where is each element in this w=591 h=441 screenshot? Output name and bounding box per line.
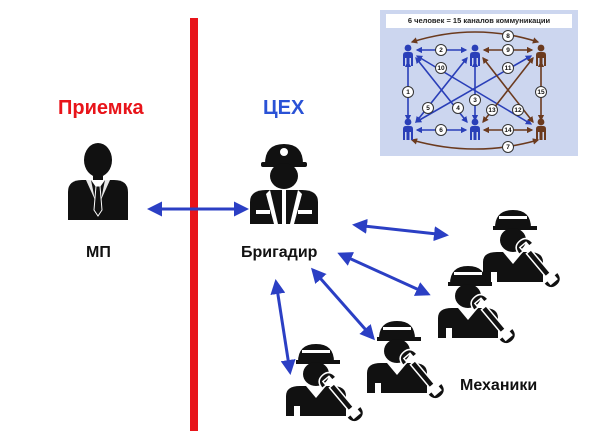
channel-badge-13: 13 xyxy=(486,104,498,116)
mechanic-icon xyxy=(482,209,565,292)
channel-badge-11: 11 xyxy=(502,62,514,74)
arrow-foreman-mechanic-1 xyxy=(352,218,449,242)
channel-badge-5: 5 xyxy=(422,102,434,114)
channel-badge-1: 1 xyxy=(402,86,414,98)
channel-badge-9: 9 xyxy=(502,44,514,56)
section-title-workshop: ЦЕХ xyxy=(263,97,305,119)
mechanics-label: Механики xyxy=(460,377,538,394)
channel-badge-14: 14 xyxy=(502,124,514,136)
manager-label: МП xyxy=(86,244,111,261)
arrow-foreman-mechanic-2 xyxy=(337,252,431,296)
channel-badge-15: 15 xyxy=(535,86,547,98)
channel-badge-12: 12 xyxy=(512,104,524,116)
inset-title: 6 человек = 15 каналов коммуникации xyxy=(386,14,572,28)
arrow-foreman-mechanic-4 xyxy=(270,279,296,375)
arrow-foreman-mechanic-3 xyxy=(311,267,375,341)
mechanic-icon xyxy=(366,320,449,403)
businessman-icon xyxy=(67,142,129,221)
section-title-reception: Приемка xyxy=(58,97,144,119)
inset-diagram xyxy=(403,31,546,150)
channel-badge-2: 2 xyxy=(435,44,447,56)
divider-line xyxy=(190,18,198,431)
channel-badge-8: 8 xyxy=(502,30,514,42)
mechanic-icon xyxy=(285,343,368,426)
channel-badge-6: 6 xyxy=(435,124,447,136)
hardhat-worker-icon xyxy=(250,144,318,224)
channel-badge-3: 3 xyxy=(469,94,481,106)
channel-badge-10: 10 xyxy=(435,62,447,74)
channel-badge-4: 4 xyxy=(452,102,464,114)
foreman-label: Бригадир xyxy=(241,244,318,261)
channel-badge-7: 7 xyxy=(502,141,514,153)
